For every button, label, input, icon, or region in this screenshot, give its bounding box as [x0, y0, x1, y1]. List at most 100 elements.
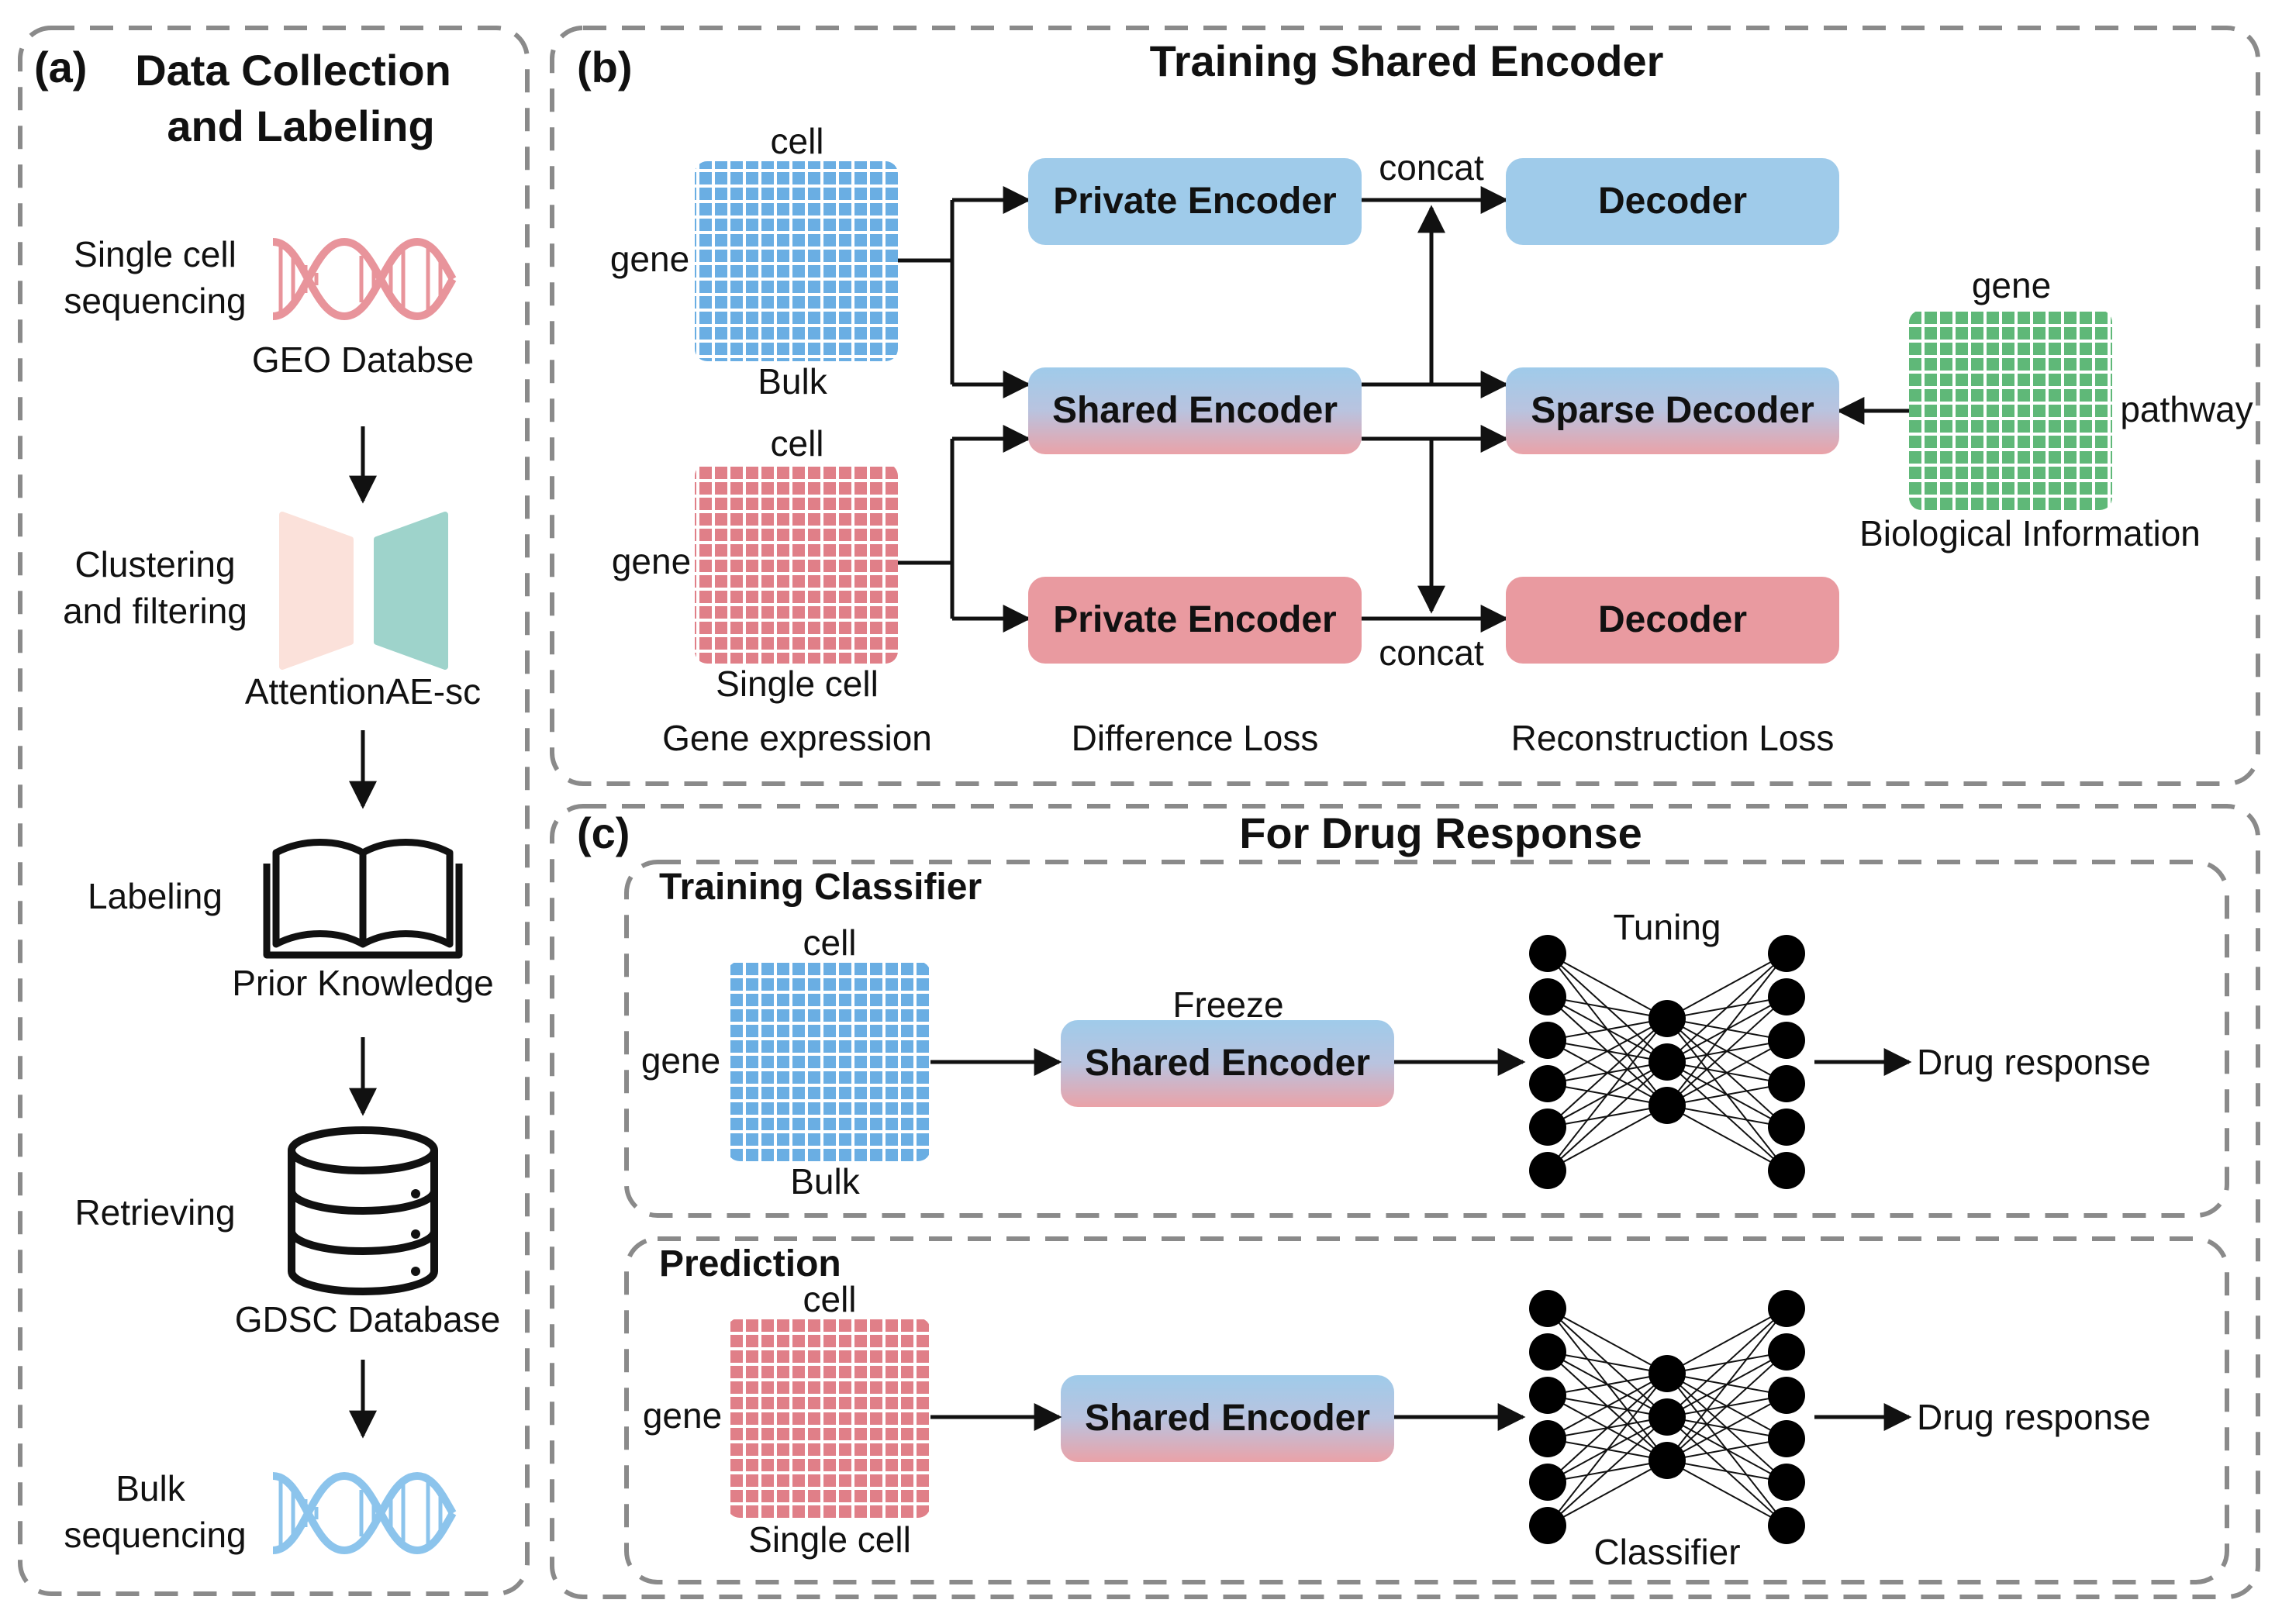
network-edge	[1666, 1308, 1787, 1374]
network-edge	[1666, 1460, 1787, 1483]
network-edge	[1547, 1308, 1668, 1374]
sc-matrix-cell-label: cell	[770, 423, 823, 464]
dna-helix-blue-icon	[272, 1471, 457, 1555]
training-classifier-frame	[624, 860, 2229, 1218]
network-edge	[1666, 1083, 1787, 1106]
network-node	[1648, 1000, 1686, 1037]
prediction-classifier-network	[1529, 1290, 1805, 1544]
private-encoder-bottom-label: Private Encoder	[1053, 599, 1336, 640]
network-node	[1768, 1290, 1805, 1327]
network-edge	[1666, 1105, 1787, 1128]
autoencoder-icon	[279, 512, 448, 670]
network-edge	[1547, 1373, 1668, 1440]
single-cell-sequencing-label-line1: Single cell	[74, 234, 236, 274]
sparse-decoder-box: Sparse Decoder	[1506, 367, 1839, 454]
panel-frames	[18, 26, 2260, 1599]
network-edge	[1666, 1438, 1787, 1461]
panel-a-tag: (a)	[34, 43, 87, 91]
panel-c-title: For Drug Response	[1239, 809, 1642, 857]
retrieving-label: Retrieving	[74, 1192, 235, 1233]
dna-helix-pink-icon	[272, 237, 457, 321]
single-cell-sequencing-label-line2: sequencing	[64, 281, 246, 321]
training-matrix-caption: Bulk	[790, 1161, 860, 1202]
network-edge	[1547, 1105, 1668, 1171]
classifier-label: Classifier	[1593, 1532, 1740, 1572]
panel-c: (c) For Drug Response Training Classifie…	[577, 809, 2151, 1572]
panel-b-frame	[550, 26, 2260, 786]
bulk-matrix-caption: Bulk	[758, 361, 827, 402]
open-book-icon	[263, 839, 463, 959]
single-cell-expression-matrix	[695, 464, 898, 664]
network-node	[1529, 1022, 1566, 1059]
network-node	[1768, 1377, 1805, 1414]
shared-encoder-box: Shared Encoder	[1028, 367, 1362, 454]
network-edge	[1666, 1395, 1787, 1461]
network-edge	[1547, 1061, 1668, 1171]
network-node	[1529, 1109, 1566, 1146]
panel-c-tag: (c)	[577, 809, 630, 857]
biological-information-matrix	[1909, 310, 2112, 510]
network-node	[1768, 978, 1805, 1015]
bulk-expression-matrix	[695, 161, 898, 361]
prediction-shared-encoder-box: Shared Encoder	[1061, 1375, 1394, 1462]
decoder-bottom-box: Decoder	[1506, 577, 1839, 664]
prior-knowledge-caption: Prior Knowledge	[232, 963, 494, 1003]
network-node	[1529, 1152, 1566, 1189]
network-node	[1768, 1065, 1805, 1102]
attentionae-caption: AttentionAE-sc	[245, 671, 481, 712]
network-node	[1648, 1043, 1686, 1081]
network-edge	[1547, 1460, 1668, 1526]
network-node	[1768, 935, 1805, 972]
prediction-title: Prediction	[659, 1243, 841, 1284]
bulk-matrix-cell-label: cell	[770, 121, 823, 161]
gdsc-database-caption: GDSC Database	[235, 1299, 501, 1340]
clustering-label-line2: and filtering	[63, 591, 247, 631]
panel-b-tag: (b)	[577, 43, 633, 91]
private-encoder-top-label: Private Encoder	[1053, 181, 1336, 222]
private-encoder-bottom-box: Private Encoder	[1028, 577, 1362, 664]
private-encoder-top-button: Private Encoder	[1028, 158, 1362, 245]
network-node	[1648, 1355, 1686, 1392]
decoder-top-box: Decoder	[1506, 158, 1839, 245]
network-node	[1648, 1442, 1686, 1479]
bulk-sequencing-label-line2: sequencing	[64, 1515, 246, 1555]
network-edge	[1547, 1351, 1668, 1374]
prediction-frame	[624, 1236, 2229, 1584]
network-edge	[1666, 1308, 1787, 1461]
network-node	[1529, 1507, 1566, 1544]
network-edge	[1547, 1018, 1668, 1041]
tuning-label: Tuning	[1614, 907, 1721, 947]
network-node	[1768, 1420, 1805, 1457]
network-edge	[1666, 953, 1787, 1106]
network-node	[1648, 1398, 1686, 1436]
training-shared-encoder-label: Shared Encoder	[1085, 1043, 1370, 1084]
difference-loss-caption: Difference Loss	[1072, 718, 1319, 758]
network-edge	[1547, 996, 1668, 1019]
network-node	[1529, 978, 1566, 1015]
prediction-matrix-gene-label: gene	[643, 1395, 722, 1436]
panel-a-frame	[18, 26, 530, 1596]
network-node	[1529, 1377, 1566, 1414]
network-node	[1529, 935, 1566, 972]
training-matrix-gene-label: gene	[641, 1040, 720, 1081]
panel-a-title-line2: and Labeling	[167, 102, 434, 150]
network-node	[1529, 1065, 1566, 1102]
network-edge	[1547, 1018, 1668, 1128]
network-edge	[1547, 1018, 1668, 1171]
panel-c-frame	[550, 804, 2260, 1599]
bulk-matrix-gene-label: gene	[610, 239, 689, 279]
network-node	[1529, 1464, 1566, 1501]
prediction-single-cell-matrix	[727, 1318, 930, 1518]
panel-a: (a) Data Collection and Labeling Single …	[34, 43, 500, 1555]
network-edge	[1547, 1373, 1668, 1526]
geo-database-caption: GEO Databse	[252, 340, 474, 380]
network-edge	[1666, 1040, 1787, 1106]
bio-matrix-caption: Biological Information	[1859, 513, 2201, 553]
network-edge	[1666, 1351, 1787, 1461]
concat-bottom-label: concat	[1379, 633, 1484, 673]
gene-expression-caption: Gene expression	[662, 718, 932, 758]
network-edge	[1666, 1308, 1787, 1418]
network-node	[1768, 1464, 1805, 1501]
network-node	[1529, 1420, 1566, 1457]
